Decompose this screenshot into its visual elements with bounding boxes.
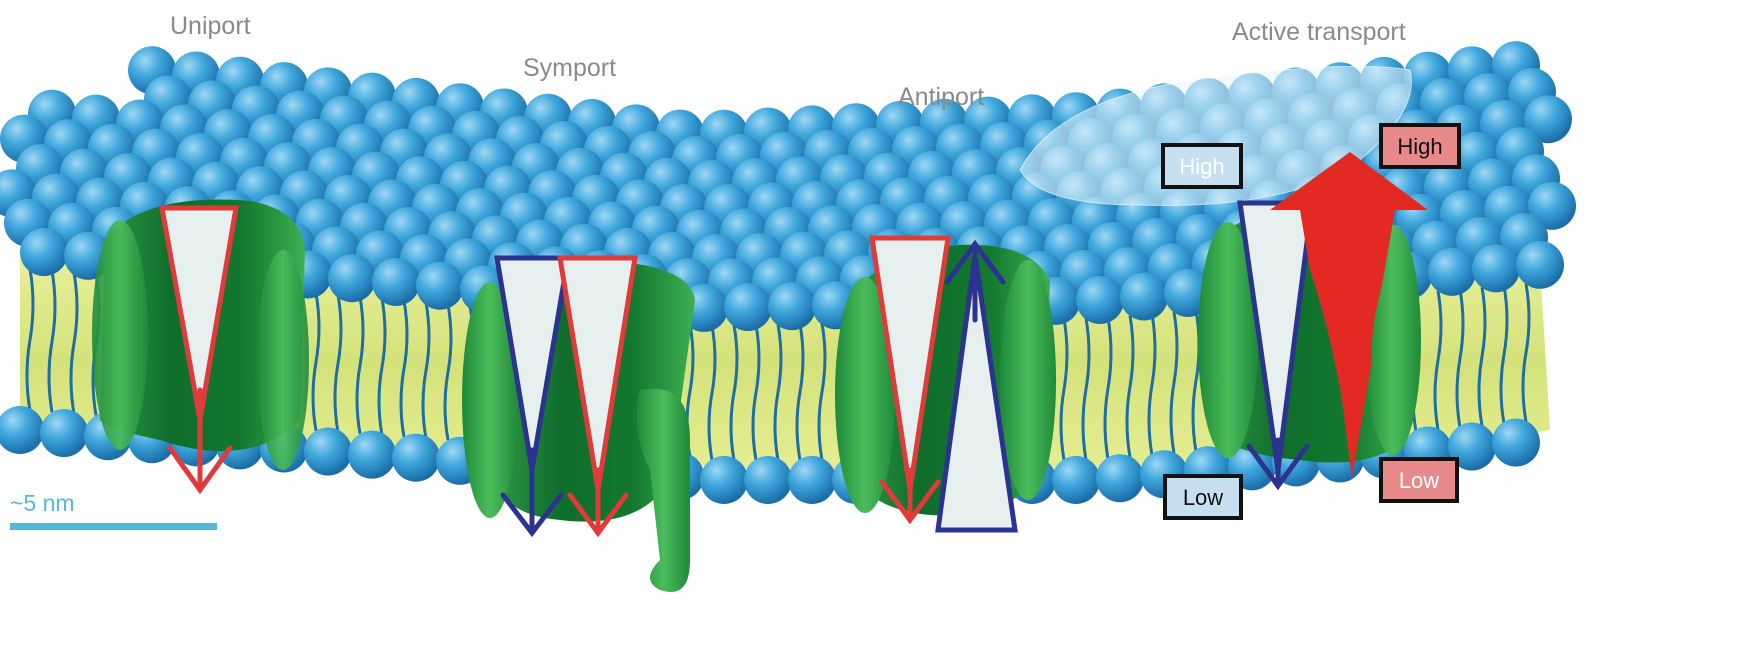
antiport-red-wedge: [869, 235, 951, 491]
antiport-label: Antiport: [898, 83, 984, 111]
symport-blue-wedge: [494, 255, 571, 471]
translucent-patch: [1019, 65, 1412, 206]
scale-bar: ~5 nm: [10, 490, 217, 530]
symport-protein-left-helix: [462, 282, 518, 518]
blue-high-label: High: [1179, 154, 1224, 179]
symport-label: Symport: [523, 54, 616, 82]
uniport-transporter: [92, 199, 309, 495]
red-high-label: High: [1397, 134, 1442, 159]
uniport-protein-left-helix: [92, 220, 148, 450]
blue-low-label: Low: [1183, 485, 1223, 510]
red-low-box: Low: [1379, 457, 1459, 503]
symport-blue-arrow: [500, 447, 564, 538]
uniport-protein-right-helix: [257, 250, 309, 470]
antiport-blue-arrow: [944, 239, 1006, 323]
uniport-label: Uniport: [170, 12, 251, 40]
symport-red-wedge: [557, 255, 638, 491]
antiport-protein-left-helix: [835, 277, 895, 513]
pump-blue-arrow: [1246, 437, 1310, 491]
antiport-transporter: [835, 235, 1056, 533]
antiport-blue-wedge: [935, 254, 1018, 533]
pump-protein-left-helix: [1198, 222, 1258, 458]
antiport-red-arrow: [879, 467, 941, 525]
scale-bar-line: [10, 523, 217, 530]
active-transport-label: Active transport: [1232, 18, 1406, 46]
symport-protein-right-helix: [636, 388, 690, 592]
blue-high-box: High: [1161, 143, 1243, 189]
uniport-red-arrow: [167, 387, 233, 495]
pump-blue-wedge: [1237, 200, 1315, 471]
blue-low-box: Low: [1163, 474, 1243, 520]
active-transport-pump: [1198, 152, 1428, 491]
scale-bar-label: ~5 nm: [10, 490, 75, 516]
symport-transporter: [462, 255, 695, 592]
antiport-protein-right-helix: [1000, 260, 1056, 500]
uniport-gradient-wedge: [159, 205, 239, 421]
symport-red-arrow: [567, 467, 629, 538]
red-high-box: High: [1379, 123, 1461, 169]
pump-red-arrow: [1270, 152, 1428, 478]
red-low-label: Low: [1399, 468, 1439, 493]
